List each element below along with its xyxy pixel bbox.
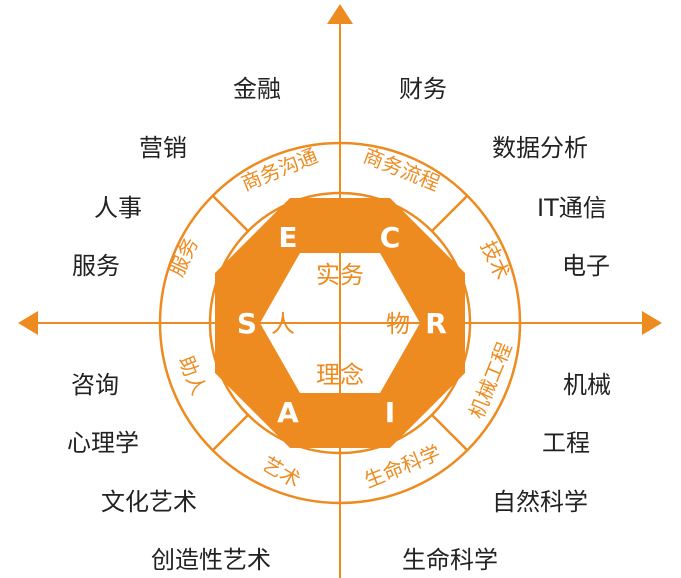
outer-label: 服务 bbox=[72, 252, 120, 280]
axes bbox=[18, 4, 662, 578]
ring-label-business-process: 商务流程 bbox=[360, 143, 443, 195]
letter-a: A bbox=[277, 396, 299, 429]
outer-labels-left: 金融 营销 人事 服务 咨询 心理学 文化艺术 创造性艺术 bbox=[67, 75, 281, 574]
letter-e: E bbox=[278, 221, 297, 254]
ring-divider bbox=[431, 414, 468, 451]
outer-labels-right: 财务 数据分析 IT通信 电子 机械 工程 自然科学 生命科学 bbox=[399, 75, 611, 574]
left-arrow-icon bbox=[18, 311, 38, 335]
outer-label: 工程 bbox=[542, 429, 590, 457]
outer-label: 机械 bbox=[563, 371, 611, 399]
outer-label: 数据分析 bbox=[492, 134, 588, 162]
letter-i: I bbox=[385, 396, 395, 429]
outer-label: 电子 bbox=[562, 252, 610, 280]
ring-label-service: 服务 bbox=[164, 234, 203, 280]
letter-s: S bbox=[237, 307, 257, 340]
outer-label: 人事 bbox=[94, 194, 142, 222]
up-arrow-icon bbox=[327, 4, 353, 24]
outer-label: 营销 bbox=[139, 134, 187, 162]
ring-label-technology: 技术 bbox=[476, 237, 515, 283]
ring-label-business-communication: 商务沟通 bbox=[238, 143, 321, 195]
ring-label-mechanical-engineering: 机械工程 bbox=[464, 339, 516, 422]
outer-label: 财务 bbox=[399, 75, 447, 103]
inner-word-people: 人 bbox=[271, 310, 295, 338]
octagon-letters: E C S R A I bbox=[237, 221, 447, 429]
outer-label: 咨询 bbox=[71, 371, 119, 399]
ring-divider bbox=[212, 195, 249, 232]
outer-label: 自然科学 bbox=[492, 488, 588, 516]
ring-divider bbox=[431, 195, 468, 232]
outer-label: 金融 bbox=[233, 75, 281, 103]
inner-words: 实务 人 物 理念 bbox=[271, 261, 410, 389]
outer-label: 心理学 bbox=[67, 429, 139, 457]
inner-ring bbox=[208, 191, 472, 455]
letter-r: R bbox=[425, 307, 447, 340]
rings bbox=[158, 141, 522, 505]
ring-label-helping-people: 助人 bbox=[174, 352, 211, 398]
inner-word-things: 物 bbox=[386, 310, 410, 338]
inner-word-ideas: 理念 bbox=[316, 361, 364, 389]
right-arrow-icon bbox=[642, 311, 662, 335]
ring-dividers bbox=[212, 195, 468, 451]
outer-ring bbox=[158, 141, 522, 505]
ring-divider bbox=[212, 414, 249, 451]
riasec-octagon bbox=[215, 198, 465, 448]
outer-label: 创造性艺术 bbox=[151, 546, 271, 574]
letter-c: C bbox=[380, 221, 401, 254]
outer-label: 文化艺术 bbox=[101, 488, 197, 516]
outer-label: 生命科学 bbox=[402, 546, 498, 574]
outer-label: IT通信 bbox=[537, 194, 607, 222]
inner-word-practice: 实务 bbox=[316, 261, 364, 289]
